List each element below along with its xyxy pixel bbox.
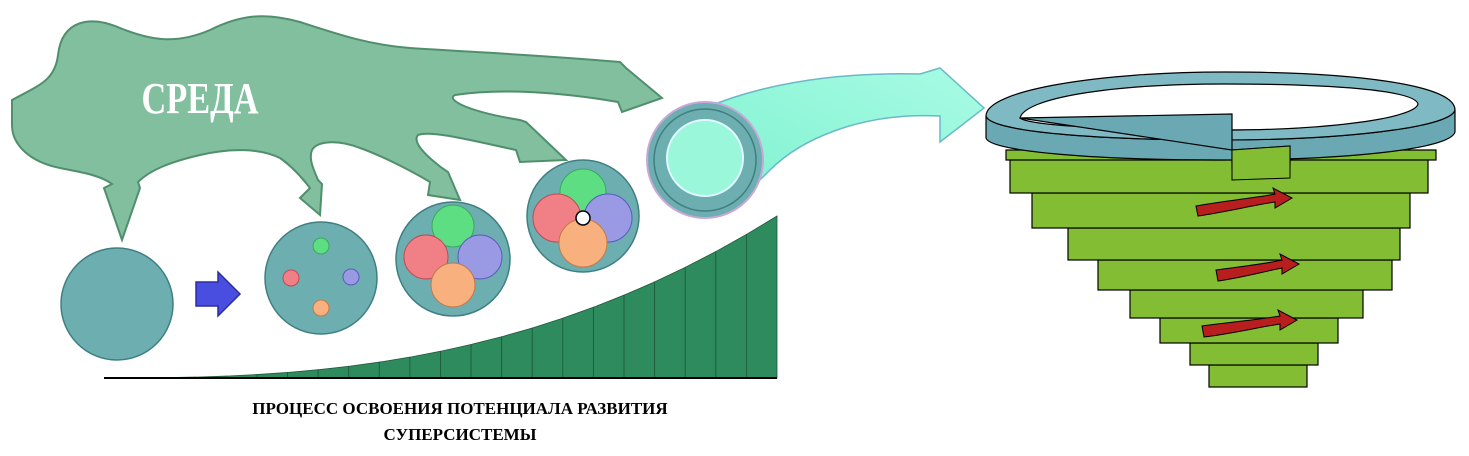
element-orange-small [312,299,330,317]
system-ring-core [666,119,744,197]
spiral-tier [1067,227,1401,261]
system-circle-seeded [264,221,378,335]
growth-bar [623,281,656,379]
element-green-small [312,237,330,255]
growth-curve [103,215,778,379]
growth-bar [593,294,625,379]
red-arrow-icon [1201,308,1299,338]
environment-cloud-shape [11,15,664,244]
spiral-step-face [1231,145,1291,181]
element-red-medium [403,234,449,280]
growth-bar [378,356,411,379]
caption-line-1: ПРОЦЕСС ОСВОЕНИЯ ПОТЕНЦИАЛА РАЗВИТИЯ [252,399,668,418]
development-spiral [985,71,1456,388]
growth-bar [348,361,380,379]
diagram-caption: ПРОЦЕСС ОСВОЕНИЯ ПОТЕНЦИАЛА РАЗВИТИЯ СУП… [120,396,800,448]
element-orange-large [558,218,608,268]
growth-bar [287,369,319,379]
element-red-small [282,269,300,287]
spiral-tier [1189,342,1319,366]
element-blue-small [342,268,360,286]
growth-bar [654,266,686,379]
spiral-tier [1208,364,1308,388]
growth-bar [409,350,441,379]
system-circle-initial [60,247,174,361]
spiral-tier [1129,289,1364,319]
environment-label: СРЕДА [142,74,259,123]
system-circle-growing [395,201,511,317]
system-ring-outline [653,108,757,212]
spiral-tier [1009,157,1429,194]
red-arrow-icon [1215,252,1301,282]
element-blue-medium [457,234,503,280]
growth-bar [317,365,350,379]
growth-bar [501,327,533,379]
growth-bar [746,215,778,379]
element-orange-medium [430,262,476,308]
element-green-medium [431,204,475,248]
growth-bar [715,233,747,379]
growth-bar [470,336,503,379]
progression-arrow [195,270,242,318]
growth-bar [562,306,594,379]
growth-bar [684,250,717,379]
red-arrow-icon [1195,186,1294,217]
growth-bar [440,343,472,379]
system-center-dot [575,210,591,226]
growth-bar [531,317,564,379]
spiral-tier [1159,317,1339,344]
caption-line-2: СУПЕРСИСТЕМЫ [383,425,537,444]
